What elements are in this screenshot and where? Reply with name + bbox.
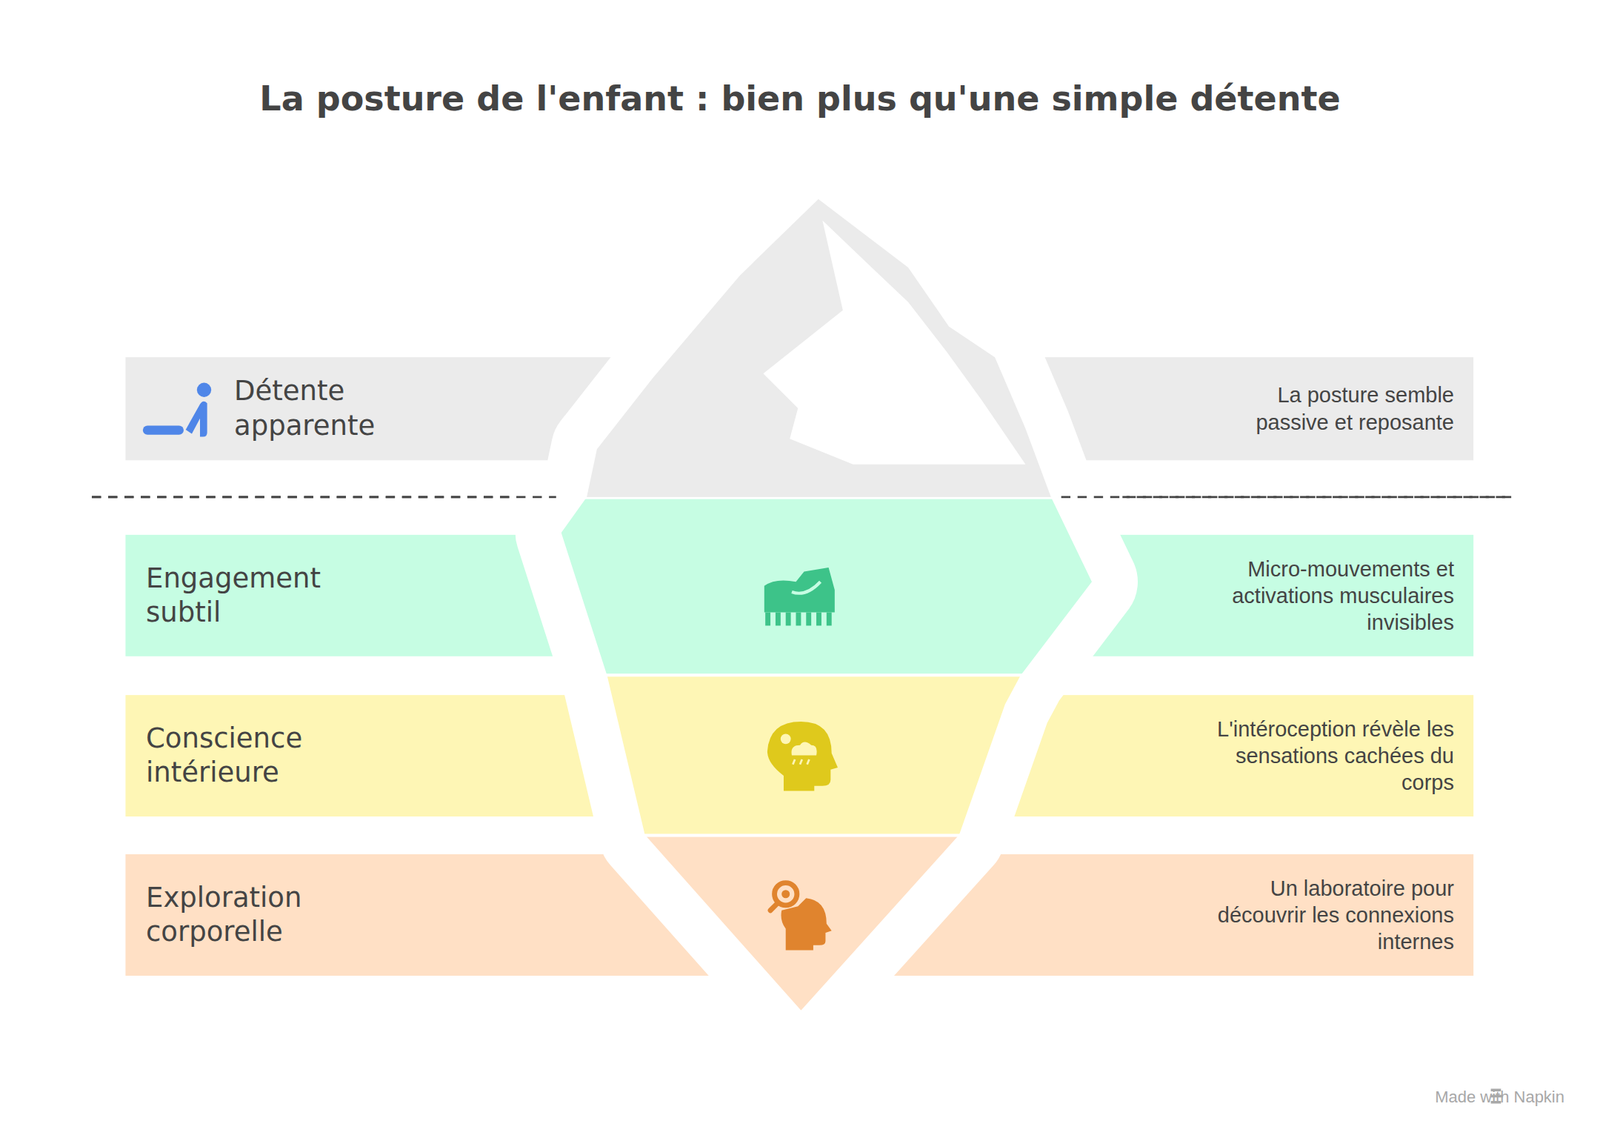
layer-band: Conscience intérieure L'intéroception rév… <box>125 694 1475 817</box>
layer-band: Engagement subtil Micro-mouvements et act… <box>125 534 1475 657</box>
layer-description: Un laboratoire pour découvrir les connex… <box>1202 874 1455 956</box>
layer-description: Micro-mouvements et activations musculai… <box>1202 555 1455 637</box>
watermark: Made with Napkin <box>1434 1087 1565 1107</box>
layer-band: Détente apparente La posture semble passi… <box>125 357 1475 460</box>
layer-heading: Engagement subtil <box>145 561 354 631</box>
layer-heading: Conscience intérieure <box>145 721 354 791</box>
layer-heading: Détente apparente <box>234 374 442 443</box>
layer-description: L'intéroception révèle les sensations ca… <box>1202 715 1455 797</box>
layer-band: Exploration corporelle Un laboratoire pou… <box>125 854 1475 976</box>
diagram-title: La posture de l'enfant : bien plus qu'un… <box>0 78 1600 119</box>
layer-description: La posture semble passive et reposante <box>1202 381 1455 436</box>
layer-heading: Exploration corporelle <box>145 880 354 950</box>
